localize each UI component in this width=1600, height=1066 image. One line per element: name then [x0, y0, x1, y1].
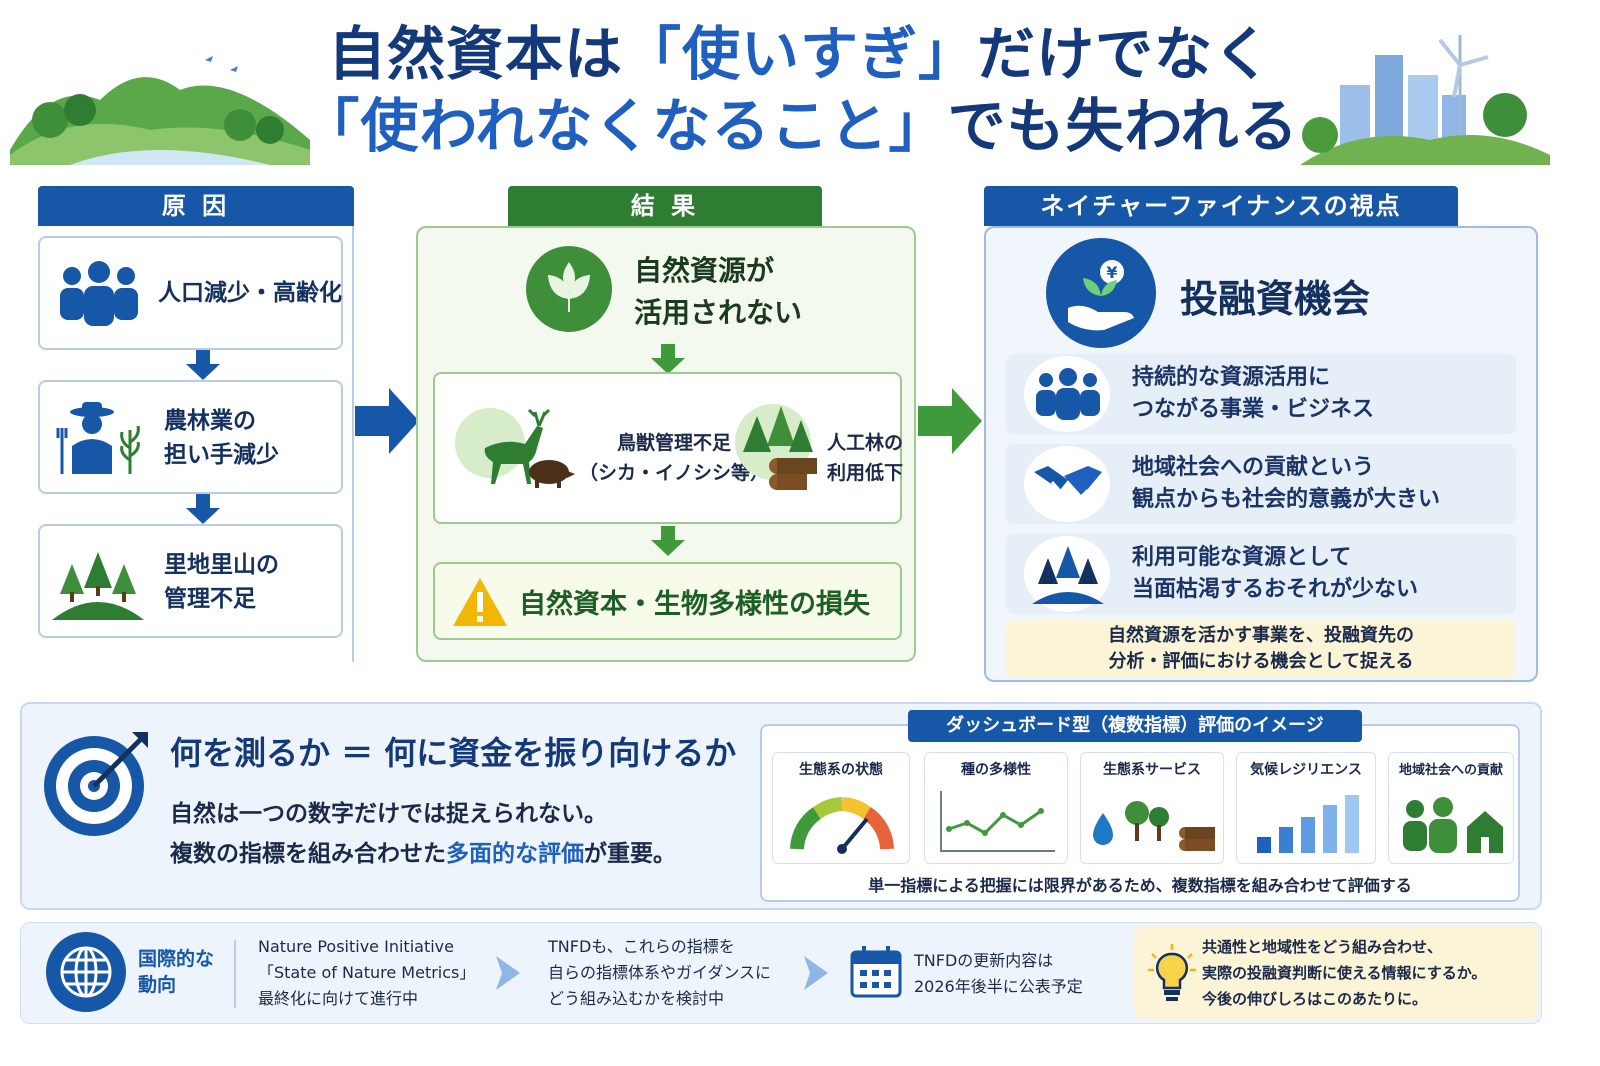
- target-icon: [44, 732, 148, 836]
- cause-text-1: 人口減少・高齢化: [158, 280, 342, 306]
- tip-box: 共通性と地域性をどう組み合わせ、 実際の投融資判断に使える情報にするか。 今後の…: [1134, 926, 1538, 1020]
- dashboard-header: ダッシュボード型（複数指標）評価のイメージ: [908, 710, 1362, 742]
- measure-line2: 複数の指標を組み合わせた多面的な評価が重要。: [170, 841, 676, 867]
- finance-header: ネイチャーファイナンスの視点: [984, 186, 1458, 226]
- investment-icon: ¥: [1046, 238, 1156, 348]
- forest-icon: [52, 552, 144, 620]
- line-chart-icon: [940, 791, 1055, 852]
- page-title: 自然資本は「使いすぎ」だけでなく 「使われなくなること」でも失われる: [301, 20, 1299, 160]
- svg-text:¥: ¥: [1106, 263, 1117, 282]
- chevron-right-icon: [804, 956, 828, 990]
- trends-step2: TNFDも、これらの指標を 自らの指標体系やガイダンスに どう組み込むかを検討中: [548, 937, 772, 1008]
- timber-icon: [743, 406, 817, 490]
- people-icon: [60, 261, 138, 326]
- gauge-icon: [790, 797, 894, 854]
- dash-card-ecosystem: 生態系の状態: [772, 752, 910, 864]
- chevron-right-icon: [496, 956, 520, 990]
- measure-highlight: 多面的な評価: [446, 841, 584, 867]
- measure-line1: 自然は一つの数字だけでは捉えられない。: [170, 801, 607, 827]
- result-mid-left-text: 鳥獣管理不足 （シカ・イノシシ等）: [579, 432, 770, 484]
- tip-text: 共通性と地域性をどう組み合わせ、 実際の投融資判断に使える情報にするか。 今後の…: [1202, 938, 1487, 1008]
- arrow-down-icon: [651, 344, 685, 374]
- dash-card-community: 地域社会への貢献: [1388, 752, 1514, 864]
- dash-card-services: 生態系サービス: [1080, 752, 1224, 864]
- dash-card-climate: 気候レジリエンス: [1236, 752, 1376, 864]
- finance-item-text-3: 利用可能な資源として 当面枯渇するおそれが少ない: [1132, 545, 1419, 602]
- cause-text-2: 農林業の 担い手減少: [164, 408, 279, 468]
- arrow-right-icon: [918, 388, 982, 454]
- farmer-icon: [56, 402, 140, 474]
- finance-item-text-1: 持続的な資源活用に つながる事業・ビジネス: [1132, 365, 1375, 422]
- cause-card-population: 人口減少・高齢化: [38, 236, 343, 350]
- dash-card-species: 種の多様性: [924, 752, 1068, 864]
- trends-step3: TNFDの更新内容は 2026年後半に公表予定: [914, 951, 1083, 996]
- trends-step1: Nature Positive Initiative 「State of Nat…: [258, 937, 476, 1008]
- dashboard-footer: 単一指標による把握には限界があるため、複数指標を組み合わせて評価する: [868, 876, 1412, 895]
- cause-card-farming: 農林業の 担い手減少: [38, 380, 343, 494]
- arrow-right-icon: [355, 388, 419, 454]
- trends-divider: [234, 940, 236, 1008]
- finance-note-text: 自然資源を活かす事業を、投融資先の 分析・評価における機会として捉える: [1108, 625, 1414, 672]
- lightbulb-icon: [1148, 944, 1196, 1001]
- finance-note: 自然資源を活かす事業を、投融資先の 分析・評価における機会として捉える: [1006, 620, 1516, 678]
- result-top-text: 自然資源が 活用されない: [634, 254, 803, 329]
- cause-card-satoyama: 里地里山の 管理不足: [38, 524, 343, 638]
- arrow-down-icon: [186, 350, 220, 380]
- landscape-illustration: [10, 56, 310, 165]
- community-icon: [1403, 797, 1503, 853]
- finance-item-business: 持続的な資源活用に つながる事業・ビジネス: [1006, 354, 1516, 434]
- arrow-down-icon: [186, 494, 220, 524]
- warning-icon: [453, 578, 507, 626]
- forest-icon: [1032, 546, 1104, 604]
- result-mid-right-text: 人工林の 利用低下: [827, 432, 904, 484]
- water-tree-timber-icon: [1093, 801, 1215, 851]
- finance-item-resources: 利用可能な資源として 当面枯渇するおそれが少ない: [1006, 534, 1516, 614]
- leaf-icon: [526, 246, 612, 332]
- city-illustration: [1300, 35, 1550, 165]
- globe-icon: [46, 932, 126, 1012]
- finance-title: 投融資機会: [1180, 277, 1371, 321]
- calendar-icon: [850, 946, 902, 998]
- cause-header: 原 因: [38, 186, 354, 226]
- handshake-icon: [1034, 466, 1102, 504]
- result-loss-box: 自然資本・生物多様性の損失: [433, 562, 902, 640]
- result-header: 結 果: [508, 186, 822, 226]
- arrow-down-icon: [651, 526, 685, 556]
- bar-chart-icon: [1257, 795, 1359, 853]
- people-icon: [1036, 368, 1100, 420]
- result-loss-text: 自然資本・生物多様性の損失: [519, 589, 870, 620]
- measure-title: 何を測るか ＝ 何に資金を振り向けるか: [170, 734, 737, 772]
- finance-item-text-2: 地域社会への貢献という 観点からも社会的意義が大きい: [1132, 455, 1441, 512]
- deer-icon: [484, 408, 575, 488]
- trends-label: 国際的な 動向: [138, 948, 215, 996]
- cause-text-3: 里地里山の 管理不足: [164, 552, 279, 612]
- cause-column-bg: [38, 226, 354, 662]
- result-mid-box: 鳥獣管理不足 （シカ・イノシシ等） 人工林の 利用低下: [433, 372, 904, 524]
- finance-item-community: 地域社会への貢献という 観点からも社会的意義が大きい: [1006, 444, 1516, 524]
